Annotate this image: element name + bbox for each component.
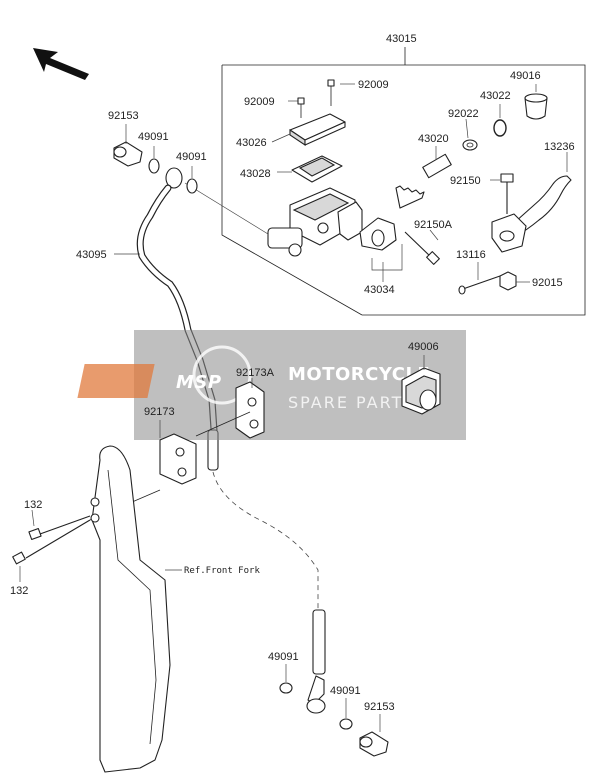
- label-43026: 43026: [236, 137, 267, 149]
- label-92009-left: 92009: [244, 96, 275, 108]
- screw-92009-left: [288, 97, 305, 118]
- holder-43034: [359, 217, 403, 282]
- screw-92009-right: [327, 79, 355, 106]
- label-49006: 49006: [408, 341, 439, 353]
- label-43015: 43015: [386, 33, 417, 45]
- washer-49091-b: [186, 166, 198, 194]
- washer-92022: [462, 118, 478, 151]
- washer-49091-d: [339, 698, 353, 730]
- label-92009-right: 92009: [358, 79, 389, 91]
- label-92173A: 92173A: [236, 367, 275, 379]
- label-92150: 92150: [450, 175, 481, 187]
- label-92015: 92015: [532, 277, 563, 289]
- label-13116: 13116: [456, 249, 486, 261]
- label-43034: 43034: [364, 284, 395, 296]
- label-92150A: 92150A: [414, 219, 453, 231]
- label-43022: 43022: [480, 90, 511, 102]
- front-fork: [90, 445, 182, 773]
- bolt-92150A: [404, 229, 440, 265]
- label-49091-c: 49091: [268, 651, 299, 663]
- banjo-bolt-92153-lower: [359, 714, 389, 757]
- label-49091-d: 49091: [330, 685, 361, 697]
- boot-49016: [524, 84, 548, 120]
- label-49016: 49016: [510, 70, 541, 82]
- label-132-lower: 132: [10, 585, 28, 597]
- label-43095: 43095: [76, 249, 107, 261]
- washer-49091-a: [148, 146, 160, 174]
- label-43028: 43028: [240, 168, 271, 180]
- label-49091-a: 49091: [138, 131, 169, 143]
- assembly-box-43015: [221, 47, 586, 316]
- label-49091-b: 49091: [176, 151, 207, 163]
- lever-13236: [491, 152, 572, 253]
- diaphragm-43028: [277, 155, 343, 183]
- watermark-badge: MSP: [176, 372, 222, 393]
- label-92153-lower: 92153: [364, 701, 395, 713]
- watermark-subtitle: SPARE PARTS: [288, 393, 416, 412]
- label-43020: 43020: [418, 133, 449, 145]
- reservoir-cover-43026: [271, 113, 346, 147]
- bolt-132-lower: [12, 519, 91, 582]
- piston-43020: [395, 146, 452, 209]
- nut-92015: [499, 271, 530, 291]
- label-ref-front-fork: Ref.Front Fork: [184, 566, 260, 576]
- label-132-upper: 132: [24, 499, 42, 511]
- label-13236: 13236: [544, 141, 575, 153]
- clamp-92173A: [235, 378, 265, 439]
- washer-49091-c: [279, 664, 293, 694]
- banjo-bolt-92153-upper: [113, 124, 143, 167]
- master-cylinder-body: [184, 182, 363, 257]
- arrow-up-left-icon: [33, 48, 89, 80]
- pivot-bolt-92150: [490, 173, 514, 214]
- label-92153-upper: 92153: [108, 110, 139, 122]
- clamp-49006: [401, 355, 441, 415]
- hose-lower-end: [306, 609, 326, 714]
- label-92022: 92022: [448, 108, 479, 120]
- label-92173: 92173: [144, 406, 175, 418]
- bolt-132-upper: [28, 509, 91, 541]
- circlip-43022: [493, 104, 507, 137]
- pin-13116: [458, 262, 501, 295]
- watermark-title: MOTORCYCLE: [288, 364, 430, 385]
